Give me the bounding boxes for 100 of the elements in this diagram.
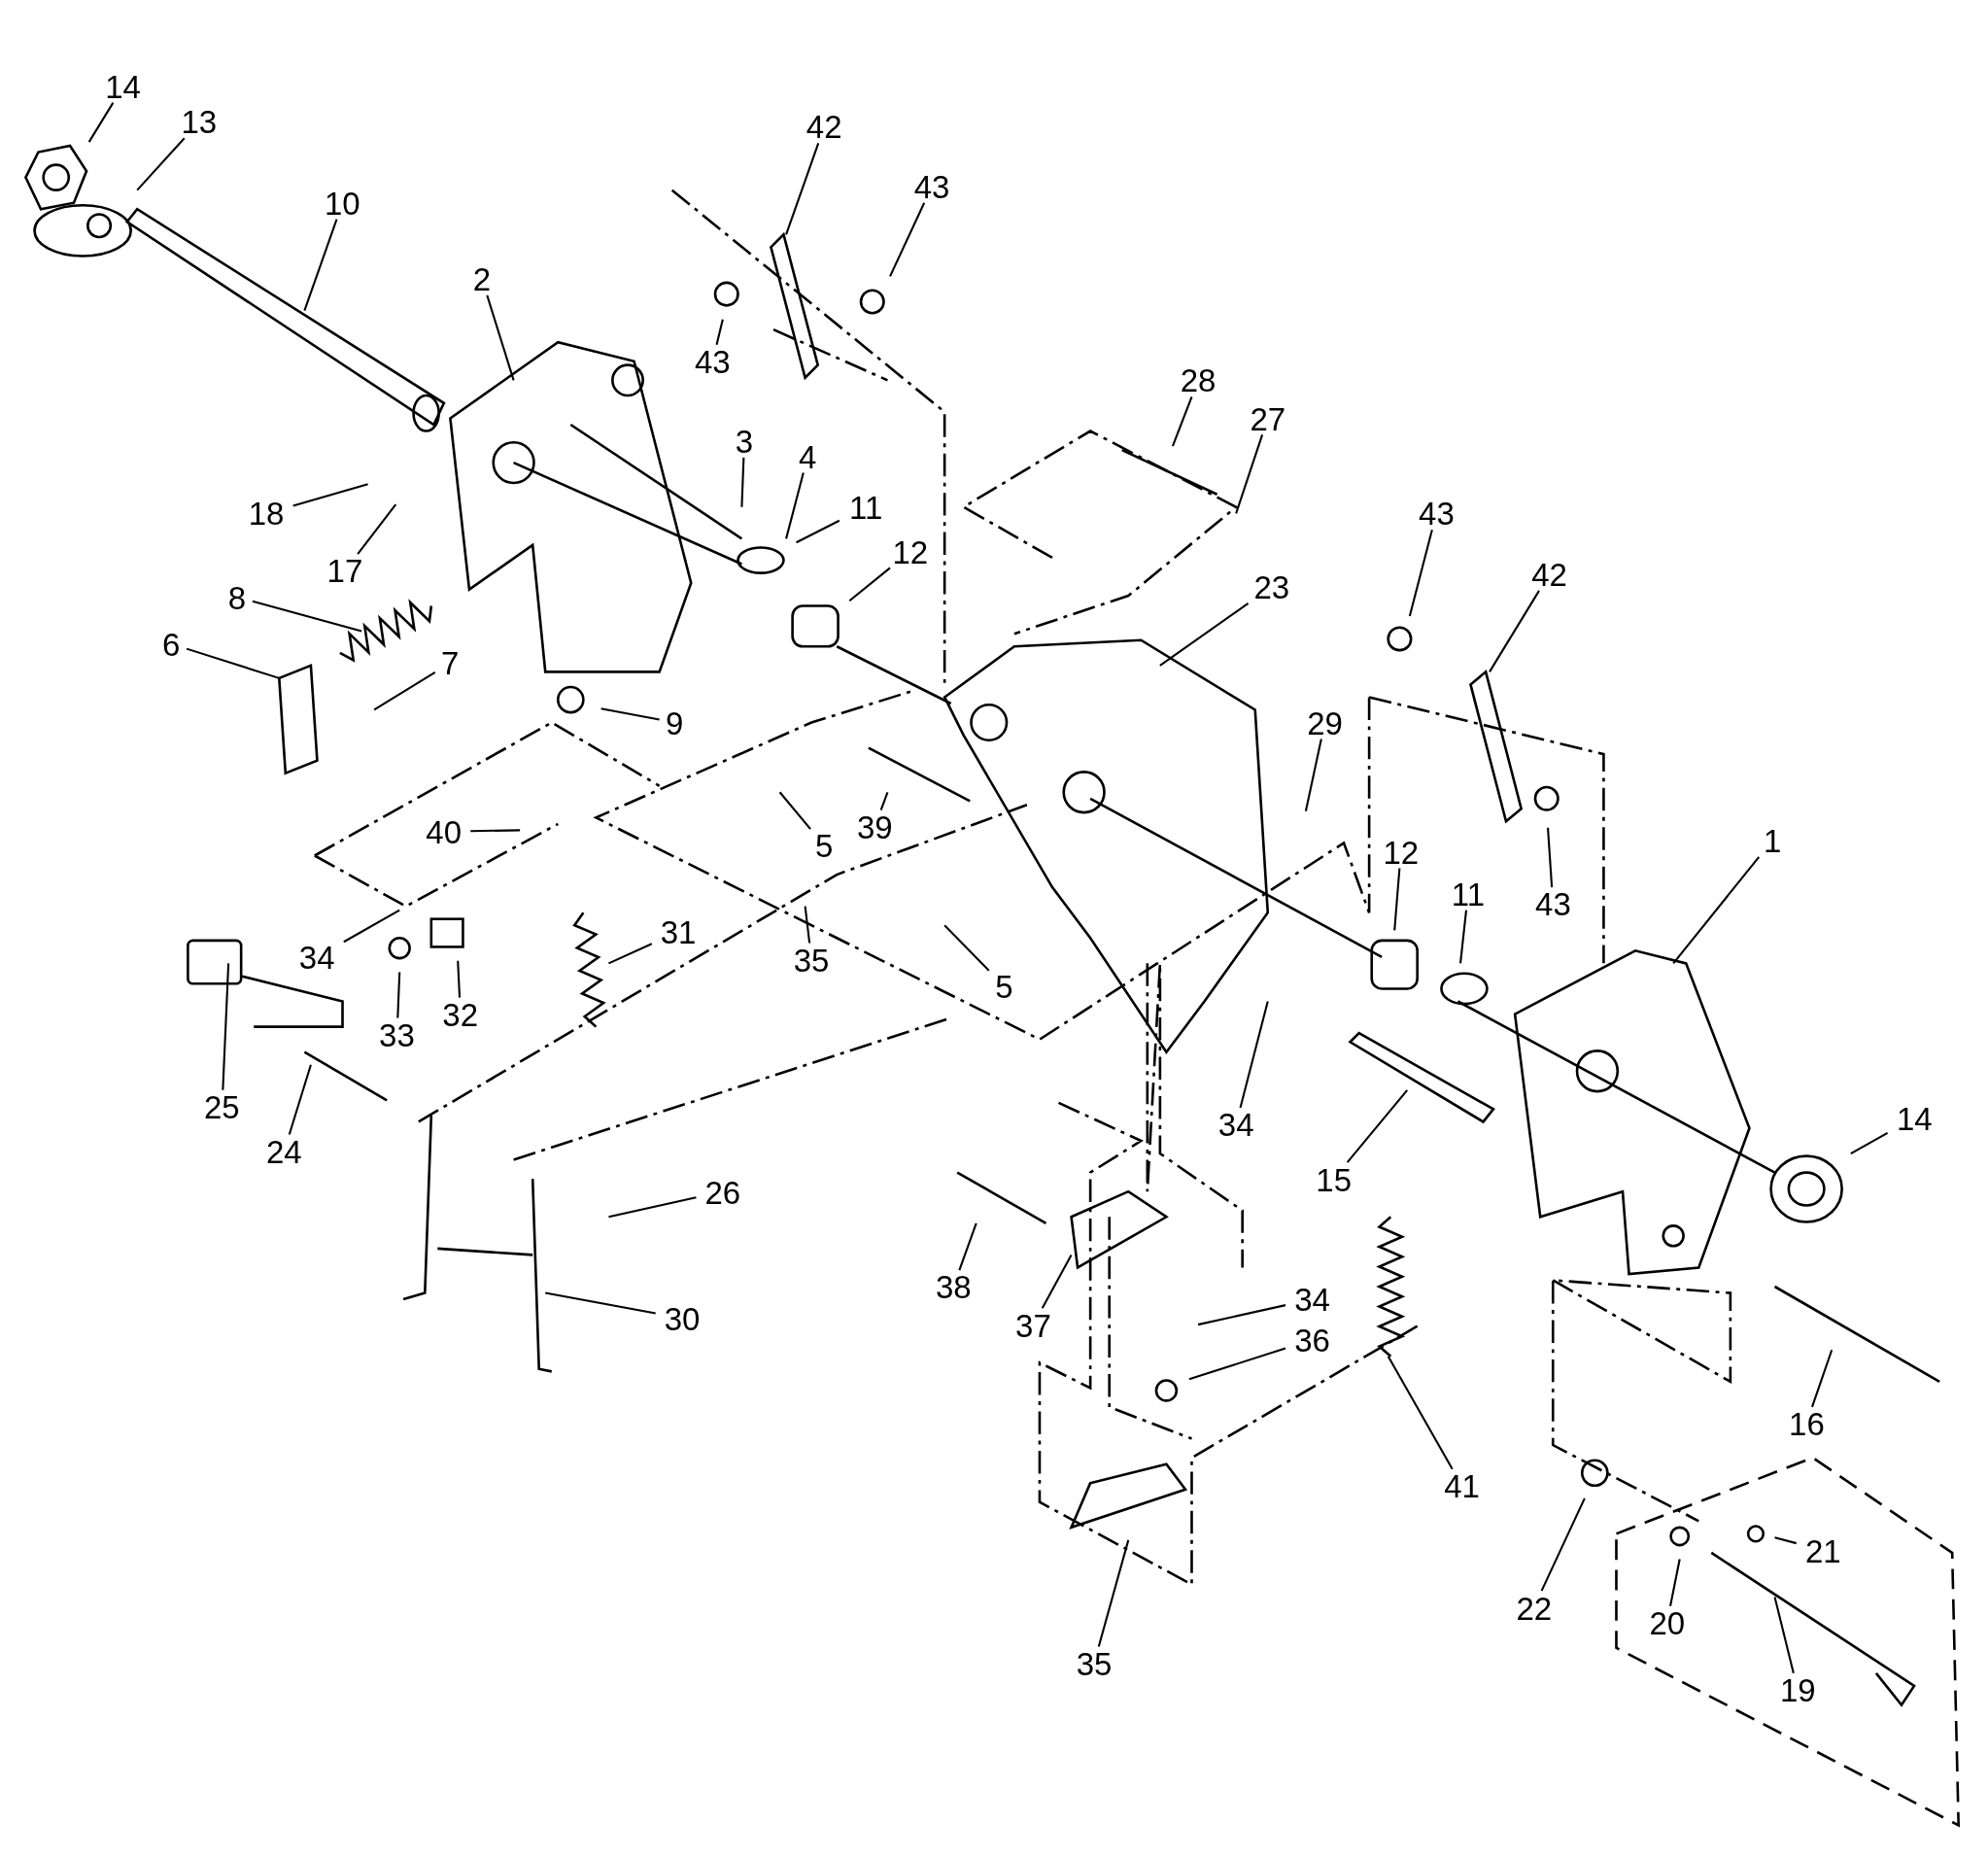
leader-line (1393, 868, 1401, 931)
callout-number: 26 (704, 1176, 741, 1209)
leader-line (1097, 1539, 1130, 1647)
leader-line (470, 829, 521, 833)
callout-number: 39 (857, 810, 893, 843)
leader-line (1408, 530, 1433, 617)
leader-line (785, 472, 805, 539)
leader-line (1197, 1304, 1286, 1326)
callout-number: 35 (793, 944, 830, 977)
callout-number: 7 (441, 646, 460, 679)
leader-line (1850, 1131, 1889, 1154)
callout-number: 14 (1896, 1102, 1933, 1135)
callout-number: 29 (1307, 706, 1343, 739)
callout-number: 19 (1779, 1673, 1816, 1706)
callout-number: 33 (379, 1018, 415, 1051)
leader-line (303, 219, 338, 311)
leader-line (879, 791, 889, 810)
callout-number: 21 (1805, 1534, 1841, 1567)
callout-number: 1 (1764, 824, 1782, 857)
leader-line (1041, 1254, 1073, 1309)
callout-number: 14 (105, 70, 141, 103)
leader-line (778, 791, 811, 830)
leader-line (1171, 395, 1193, 447)
callout-number: 35 (1076, 1647, 1113, 1680)
callout-number: 5 (995, 970, 1013, 1003)
callout-number: 3 (735, 425, 754, 458)
callout-number: 9 (666, 706, 684, 739)
callout-number: 36 (1294, 1324, 1330, 1357)
leader-line (222, 963, 230, 1090)
leader-line (87, 102, 115, 143)
callout-number: 11 (1451, 877, 1486, 911)
callout-number: 16 (1789, 1407, 1825, 1440)
leader-line (1540, 1497, 1586, 1592)
leader-line (396, 972, 401, 1018)
callout-number: 8 (227, 581, 247, 614)
leader-line (1346, 1089, 1409, 1163)
leader-line (785, 143, 820, 235)
leader-line (373, 671, 436, 711)
callout-number: 27 (1250, 402, 1286, 435)
callout-number: 38 (935, 1270, 972, 1303)
leader-line (486, 294, 515, 381)
leader-line (848, 567, 891, 602)
leader-line (796, 519, 840, 544)
callout-number: 43 (1419, 497, 1455, 530)
callout-number: 25 (204, 1090, 240, 1123)
callout-number: 28 (1180, 363, 1217, 396)
leader-line (252, 600, 362, 633)
leader-line (136, 137, 186, 191)
callout-number: 34 (298, 941, 335, 974)
leader-line (1159, 602, 1250, 667)
leader-line (1304, 739, 1322, 812)
callout-number: 42 (805, 111, 842, 143)
leader-line (357, 503, 397, 555)
leader-line (740, 457, 745, 507)
leader-line (186, 647, 280, 679)
leader-line (1774, 1536, 1797, 1545)
leader-line (343, 909, 400, 944)
leader-line (545, 1291, 656, 1315)
callout-number: 12 (1383, 836, 1420, 869)
callout-number: 4 (799, 440, 817, 473)
callout-number: 37 (1015, 1309, 1051, 1342)
leader-line (1235, 434, 1264, 514)
leader-line (1672, 856, 1761, 965)
callout-number: 12 (892, 535, 929, 568)
callout-number: 2 (472, 262, 491, 295)
callout-number: 34 (1294, 1283, 1330, 1316)
leader-line (1387, 1356, 1454, 1470)
leader-line (1188, 1347, 1286, 1381)
leader-line (943, 924, 990, 972)
leader-line (804, 906, 811, 944)
leader-line (1811, 1349, 1834, 1408)
callout-number: 34 (1217, 1108, 1254, 1141)
callout-number: 43 (1535, 887, 1571, 920)
callout-number: 40 (426, 815, 463, 848)
callout-number: 30 (664, 1302, 701, 1335)
leader-line (958, 1222, 977, 1271)
callout-number: 31 (660, 915, 697, 948)
callout-number: 43 (913, 170, 950, 203)
leader-line (600, 707, 660, 721)
callout-number: 42 (1531, 558, 1567, 591)
leader-line (1459, 910, 1468, 964)
leader-line (608, 943, 653, 965)
callout-number: 11 (849, 491, 883, 524)
leader-line (1773, 1597, 1795, 1674)
callout-number: 10 (324, 187, 360, 220)
leader-line (889, 202, 926, 277)
callout-number: 20 (1649, 1606, 1686, 1639)
callout-number: 17 (326, 554, 363, 587)
leader-line (1669, 1559, 1681, 1606)
leader-line (1547, 827, 1554, 888)
leader-line (715, 319, 724, 346)
leader-line (457, 960, 462, 998)
callout-number: 24 (265, 1135, 302, 1168)
leader-line (608, 1196, 697, 1219)
leader-line (288, 1064, 312, 1135)
callout-number: 41 (1444, 1469, 1480, 1502)
callout-number: 18 (248, 497, 285, 530)
leader-line (292, 483, 368, 507)
callout-number: 6 (161, 628, 181, 661)
callout-number: 13 (181, 105, 218, 138)
